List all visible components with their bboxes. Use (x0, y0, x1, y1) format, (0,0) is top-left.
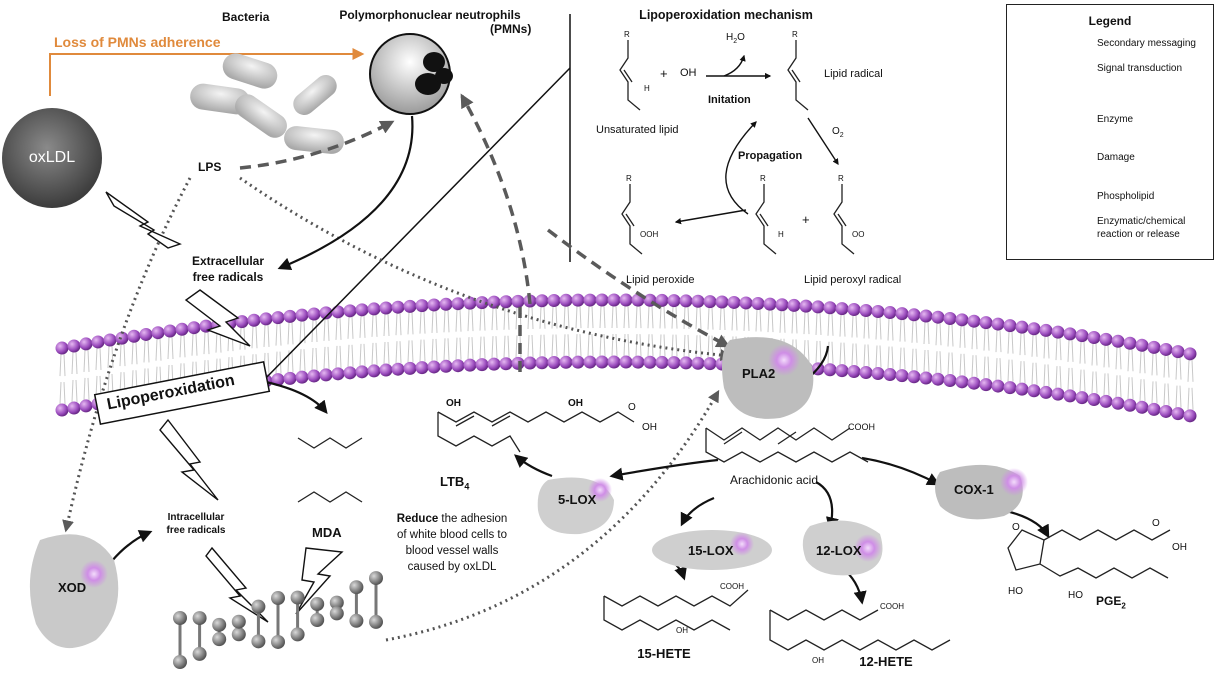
mechanism-arrows (674, 54, 839, 225)
xod-label: XOD (58, 580, 87, 595)
ltb4-oh-right: OH (568, 398, 583, 409)
cell-membrane (55, 293, 1197, 423)
legend-item-secondary-messaging: Secondary messaging (1097, 38, 1196, 49)
legend-item-reaction-1: Enzymatic/chemical (1097, 216, 1186, 227)
legend-item-enzyme: Enzyme (1097, 114, 1134, 125)
lox12-label: 12-LOX (816, 543, 862, 558)
pge2-oh-acid: OH (1172, 542, 1187, 553)
pge2-ho-2: HO (1068, 590, 1083, 601)
reduce-text-4: caused by oxLDL (407, 561, 497, 573)
legend-item-signal-transduction: Signal transduction (1097, 63, 1183, 74)
mech-ooh: OOH (640, 230, 659, 239)
reduce-text-1: Reduce the adhesion (396, 513, 508, 525)
hete12-cooh: COOH (880, 602, 904, 611)
pmn-cell (369, 33, 453, 115)
mech-oh: OH (680, 67, 697, 79)
lox15-label: 15-LOX (688, 543, 734, 558)
ltb4-label: LTB4 (440, 474, 470, 492)
ltb4-oh-acid: OH (642, 422, 657, 433)
mech-oo: OO (852, 230, 865, 239)
legend-item-reaction-2: reaction or release (1097, 229, 1180, 240)
mech-plus-1: + (660, 66, 668, 81)
intracellular-label-1: Intracellular (167, 512, 225, 523)
pla2-enzyme (722, 337, 814, 419)
hete15-label: 15-HETE (637, 646, 691, 661)
mech-h-2: H (778, 230, 784, 239)
intracellular-label-2: free radicals (166, 525, 226, 536)
chemical-structures (297, 40, 1171, 651)
mda-label: MDA (312, 525, 342, 540)
mech-h2o: H2O (726, 32, 745, 45)
pge2-ho: HO (1008, 586, 1023, 597)
mech-unsaturated: Unsaturated lipid (596, 124, 679, 136)
damage-bolts (105, 191, 344, 623)
arachidonic-label: Arachidonic acid (729, 473, 819, 487)
hete12-label: 12-HETE (859, 654, 913, 669)
mech-lipid-peroxide: Lipid peroxide (626, 274, 695, 286)
mech-r-3: R (626, 174, 632, 183)
cox1-label: COX-1 (954, 482, 994, 497)
mech-o2: O2 (832, 126, 844, 139)
legend-title: Legend (1088, 14, 1132, 28)
mech-r-4: R (760, 174, 766, 183)
bacteria-label: Bacteria (222, 10, 270, 24)
legend-item-damage: Damage (1097, 152, 1135, 163)
pmn-title-abbrev: (PMNs) (490, 22, 532, 36)
mech-lipid-peroxyl: Lipid peroxyl radical (804, 274, 902, 286)
secondary-messaging-arrows (239, 93, 731, 372)
mech-r-1: R (624, 30, 630, 39)
callout-line (261, 67, 571, 383)
loss-adherence-label: Loss of PMNs adherence (54, 34, 221, 50)
pmn-title: Polymorphonuclear neutrophils (339, 8, 521, 22)
lox5-label: 5-LOX (558, 492, 597, 507)
lox5-enzyme (537, 477, 614, 535)
signal-transduction-arrows (62, 176, 733, 642)
reduce-text-3: blood vessel walls (405, 545, 499, 557)
mech-lipid-radical: Lipid radical (824, 68, 883, 80)
loss-adherence-arrow (49, 48, 365, 96)
hete15-oh: OH (676, 626, 688, 635)
mech-r-5: R (838, 174, 844, 183)
xod-enzyme (29, 534, 119, 649)
extracellular-label-2: free radicals (192, 270, 264, 284)
mechanism-title: Lipoperoxidation mechanism (639, 8, 813, 22)
lox12-enzyme (802, 520, 883, 576)
pge2-label: PGE2 (1096, 594, 1126, 611)
arachidonic-cooh: COOH (848, 422, 875, 432)
reduce-text-2: of white blood cells to (397, 529, 507, 541)
lipoperoxidation-box (93, 360, 271, 426)
hete15-cooh: COOH (720, 582, 744, 591)
mech-plus-2: + (802, 212, 810, 227)
legend-panel: Legend Secondary messaging Signal transd… (1006, 4, 1214, 260)
ltb4-oh-left: OH (446, 398, 461, 409)
mech-h-1: H (644, 84, 650, 93)
dna-helix (173, 571, 383, 669)
legend-item-phospholipid: Phospholipid (1097, 191, 1155, 202)
lox15-enzyme (652, 530, 772, 570)
hete12-oh: OH (812, 656, 824, 665)
pge2-o-acid: O (1152, 518, 1160, 529)
oxldl-particle (2, 108, 102, 208)
extracellular-label-1: Extracellular (191, 254, 265, 268)
lps-label: LPS (198, 160, 222, 174)
oxldl-label: oxLDL (28, 149, 76, 166)
pla2-label: PLA2 (742, 366, 776, 381)
mech-r-2: R (792, 30, 798, 39)
bacteria-cluster (190, 53, 344, 154)
cox1-enzyme (935, 464, 1028, 520)
mech-initiation: Initation (708, 94, 751, 106)
mech-propagation: Propagation (738, 150, 803, 162)
ltb4-o: O (628, 402, 636, 413)
pge2-o: O (1012, 522, 1020, 533)
